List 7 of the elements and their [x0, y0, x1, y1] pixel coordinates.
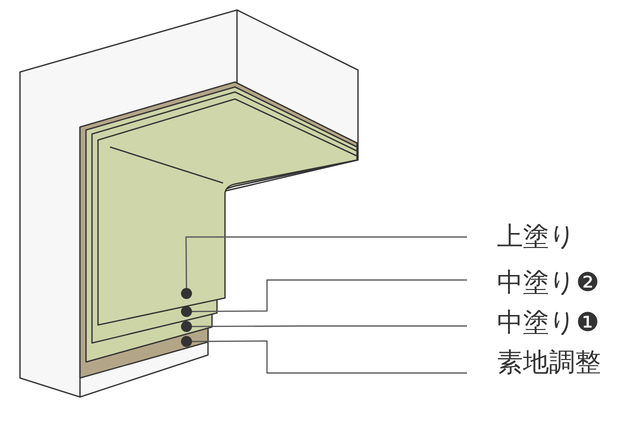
leader-line	[192, 340, 467, 374]
layer-label: 中塗り❷	[467, 266, 600, 300]
leader-line	[192, 279, 467, 312]
layer-label: 素地調整	[467, 346, 601, 380]
layer-label: 上塗り	[467, 220, 576, 254]
leader-line	[192, 325, 467, 328]
layer-label: 中塗り❶	[467, 306, 600, 340]
